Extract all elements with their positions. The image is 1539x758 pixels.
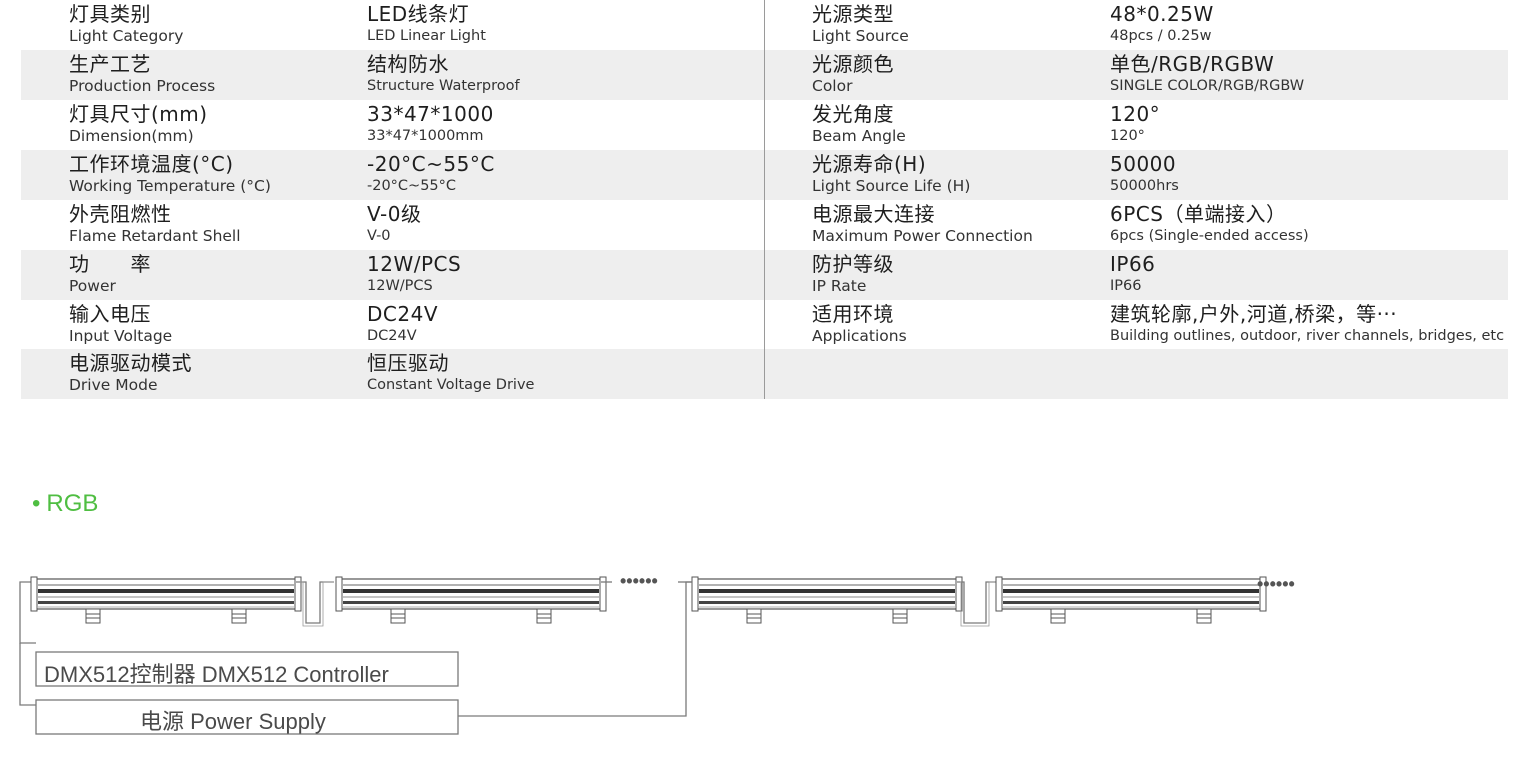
power-supply-label: 电源 Power Supply <box>140 709 326 734</box>
spec-label-zh: 防护等级 <box>812 252 894 276</box>
spec-value-en: IP66 <box>1110 278 1142 294</box>
light-fixture <box>335 576 607 624</box>
spec-label-en: Applications <box>812 327 907 345</box>
continuation-dots: •••••• <box>620 571 658 591</box>
spec-label-en: IP Rate <box>812 277 867 295</box>
spec-value-zh: 恒压驱动 <box>367 351 449 375</box>
power-cable-right <box>458 581 692 717</box>
spec-value-zh: 结构防水 <box>367 52 449 76</box>
jumper-cable <box>296 581 334 624</box>
spec-label-en: Working Temperature (°C) <box>69 177 271 195</box>
spec-label-zh: 功 率 <box>69 252 151 276</box>
spec-label-en: Dimension(mm) <box>69 127 194 145</box>
spec-value-en: Building outlines, outdoor, river channe… <box>1110 328 1505 344</box>
jumper-cable <box>960 581 996 627</box>
spec-label-en: Light Category <box>69 27 184 45</box>
spec-value-en: 33*47*1000mm <box>367 128 484 144</box>
spec-value-en: 6pcs (Single-ended access) <box>1110 228 1309 244</box>
spec-label-zh: 生产工艺 <box>69 52 151 76</box>
spec-label-en: Beam Angle <box>812 127 906 145</box>
spec-value-cell: 48*0.25W 48pcs / 0.25w <box>1110 0 1508 50</box>
bullet: • <box>32 490 41 517</box>
spec-label-zh: 输入电压 <box>69 302 151 326</box>
spec-label-zh: 灯具类别 <box>69 2 151 26</box>
spec-value-zh: LED线条灯 <box>367 2 470 26</box>
power-supply-box <box>35 699 459 735</box>
spec-label-zh: 适用环境 <box>812 302 894 326</box>
light-fixture <box>691 576 963 624</box>
spec-label-zh: 外壳阻燃性 <box>69 202 172 226</box>
spec-value-zh: 48*0.25W <box>1110 2 1214 26</box>
spec-value-en: 50000hrs <box>1110 178 1179 194</box>
section-title-text: RGB <box>46 490 99 517</box>
spec-label-en: Drive Mode <box>69 376 158 394</box>
spec-label-zh: 工作环境温度(°C) <box>69 152 234 176</box>
spec-value-en: -20°C~55°C <box>367 178 457 194</box>
spec-value-zh: 33*47*1000 <box>367 102 494 126</box>
light-fixture <box>30 576 302 624</box>
spec-label-zh: 电源驱动模式 <box>69 351 192 375</box>
spec-value-zh: 6PCS（单端接入） <box>1110 202 1287 226</box>
jumper-cable <box>957 581 996 624</box>
spec-value-en: Structure Waterproof <box>367 78 520 94</box>
wiring-diagram: •••••• •••••• <box>19 571 1295 735</box>
controller-box <box>35 651 459 687</box>
spec-value-cell: 建筑轮廓,户外,河道,桥梁，等··· Building outlines, out… <box>1110 300 1508 350</box>
column-divider <box>764 0 765 399</box>
spec-value-zh: 单色/RGB/RGBW <box>1110 52 1275 76</box>
spec-value-en: 12W/PCS <box>367 278 433 294</box>
spec-value-zh: 50000 <box>1110 152 1177 176</box>
spec-value-cell: 120° 120° <box>1110 100 1508 150</box>
spec-label-en: Flame Retardant Shell <box>69 227 241 245</box>
spec-label-zh: 光源颜色 <box>812 52 894 76</box>
spec-label-en: Power <box>69 277 116 295</box>
spec-label-en: Maximum Power Connection <box>812 227 1033 245</box>
spec-label-zh: 灯具尺寸(mm) <box>69 102 208 126</box>
spec-value-zh: 120° <box>1110 102 1161 126</box>
spec-value-zh: V-0级 <box>367 202 422 226</box>
power-cable-left <box>19 643 36 706</box>
spec-label-en: Light Source Life (H) <box>812 177 971 195</box>
signal-cable <box>19 581 36 644</box>
spec-value-en: 120° <box>1110 128 1145 144</box>
spec-label-en: Light Source <box>812 27 909 45</box>
spec-value-cell: 单色/RGB/RGBW SINGLE COLOR/RGB/RGBW <box>1110 50 1508 100</box>
spec-label-en: Input Voltage <box>69 327 173 345</box>
spec-value-en: 48pcs / 0.25w <box>1110 28 1212 44</box>
continuation-dots: •••••• <box>1257 574 1295 594</box>
spec-value-en: SINGLE COLOR/RGB/RGBW <box>1110 78 1305 94</box>
spec-label-en: Production Process <box>69 77 216 95</box>
spec-value-cell <box>1110 349 1508 399</box>
spec-value-zh: DC24V <box>367 302 438 326</box>
spec-value-en: V-0 <box>367 228 391 244</box>
spec-value-en: Constant Voltage Drive <box>367 377 535 393</box>
light-fixture <box>995 576 1267 624</box>
spec-value-cell: 6PCS（单端接入） 6pcs (Single-ended access) <box>1110 200 1508 250</box>
spec-value-en: LED Linear Light <box>367 28 486 44</box>
spec-label-en: Color <box>812 77 853 95</box>
controller-label: DMX512控制器 DMX512 Controller <box>44 662 389 687</box>
section-title-rgb: •RGB <box>32 490 98 518</box>
spec-label-zh: 光源类型 <box>812 2 894 26</box>
spec-label-zh: 发光角度 <box>812 102 894 126</box>
jumper-cable <box>300 581 334 627</box>
spec-label-zh: 光源寿命(H) <box>812 152 927 176</box>
spec-value-zh: -20°C~55°C <box>367 152 495 176</box>
spec-value-zh: IP66 <box>1110 252 1156 276</box>
spec-value-zh: 12W/PCS <box>367 252 462 276</box>
spec-value-cell: 50000 50000hrs <box>1110 150 1508 200</box>
spec-value-en: DC24V <box>367 328 417 344</box>
spec-row: 灯具尺寸(mm)Dimension(mm) 33*47*1000 33*47*100… <box>21 100 1508 150</box>
spec-label-zh: 电源最大连接 <box>812 202 935 226</box>
spec-value-zh: 建筑轮廓,户外,河道,桥梁，等··· <box>1110 302 1398 326</box>
